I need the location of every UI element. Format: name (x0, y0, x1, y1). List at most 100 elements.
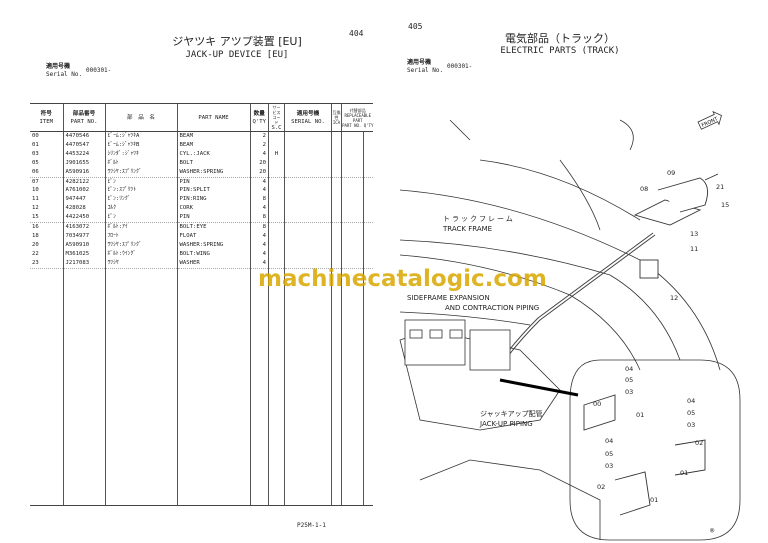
serial-label-jp: 適用号機 (407, 59, 432, 66)
cell-empty (362, 131, 374, 141)
cell-part-name: WASHER:SPRING (176, 167, 250, 178)
cell-part-no: 428028 (62, 204, 105, 214)
cell-empty (340, 149, 364, 159)
cell-empty (267, 268, 285, 506)
cell-part-no: A590916 (62, 167, 105, 178)
cell-qty: 8 (249, 195, 269, 205)
cell-empty (283, 268, 332, 506)
cell-name-jp: ｼﾘﾝﾀﾞ:ｼﾞｬﾂｷ (104, 149, 177, 159)
cell-sc (267, 158, 285, 168)
cell-empty (362, 167, 374, 178)
cell-part-name: CYL.:JACK (176, 149, 250, 159)
callout-label: 03 (605, 462, 614, 470)
cell-empty (283, 149, 332, 159)
sideframe-label-2: AND CONTRACTION PIPING (445, 304, 540, 312)
cell-part-no: 4282122 (62, 177, 105, 187)
cell-name-jp: ﾎﾞﾙﾄ (104, 158, 177, 168)
callout-label: 01 (680, 469, 689, 477)
cell-part-name: BOLT (176, 158, 250, 168)
cell-qty: 8 (249, 222, 269, 232)
wiring-harness (502, 232, 656, 361)
cell-empty (330, 268, 342, 506)
cell-empty (62, 268, 105, 506)
cell-empty (283, 140, 332, 150)
front-arrow-icon: FRONT (697, 110, 722, 130)
cell-empty (330, 258, 342, 269)
cell-empty (283, 222, 332, 232)
serial-label-jp: 適用号機 (46, 63, 71, 70)
cell-empty (330, 231, 342, 241)
cell-empty (283, 186, 332, 196)
cell-sc (267, 222, 285, 232)
cell-empty (283, 204, 332, 214)
cell-empty (362, 240, 374, 250)
cell-sc (267, 240, 285, 250)
cell-empty (283, 231, 332, 241)
cell-item: 06 (30, 167, 63, 178)
cell-qty: 4 (249, 186, 269, 196)
cell-name-jp: ﾌﾛｰﾄ (104, 231, 177, 241)
cell-empty (340, 268, 364, 506)
cell-name-jp: ﾎﾞﾙﾄ:ｱｲ (104, 222, 177, 232)
cell-empty (330, 149, 342, 159)
cell-empty (362, 177, 374, 187)
cell-empty (104, 268, 177, 506)
cell-empty (362, 186, 374, 196)
cell-qty: 4 (249, 249, 269, 259)
cell-item: 10 (32, 187, 39, 194)
cell-part-no: 4470546 (62, 131, 105, 141)
callout-label: 05 (625, 376, 634, 384)
left-serial-value: 000301- (86, 67, 112, 74)
cell-empty (362, 268, 374, 506)
cell-part-no: A761002 (62, 186, 105, 196)
cell-part-no: 4470547 (62, 140, 105, 150)
cell-empty (30, 268, 63, 506)
cell-sc (267, 186, 285, 196)
sideframe-label-1: SIDEFRAME EXPANSION (407, 294, 490, 302)
cell-empty (249, 268, 269, 506)
callout-label: 01 (650, 496, 659, 504)
cell-part-name: WASHER:SPRING (176, 240, 250, 250)
cell-empty (362, 258, 374, 269)
cell-name-jp: ﾋﾟﾝ (104, 177, 177, 187)
cell-empty (330, 177, 342, 187)
cell-part-name: WASHER (176, 258, 250, 269)
cell-part-name: CORK (176, 204, 250, 214)
cell-item: 05 (32, 159, 39, 166)
callout-label: 21 (716, 183, 725, 191)
cell-name-jp: ﾎﾞﾙﾄ:ｳｲﾝｸﾞ (104, 249, 177, 259)
right-serial-value: 000301- (447, 63, 473, 70)
cell-part-no: 4163072 (62, 222, 105, 232)
cell-part-no: M361025 (62, 249, 105, 259)
cell-empty (330, 213, 342, 224)
right-serial-label: 適用号機 Serial No. (407, 59, 443, 75)
cell-item: 22 (32, 250, 39, 257)
cell-sc (267, 213, 285, 224)
header-part-name: PART NAME (176, 103, 250, 132)
cell-part-no: A590910 (62, 240, 105, 250)
cell-empty (362, 140, 374, 150)
cell-name-jp: ﾋﾟﾝ:ﾘﾝｸﾞ (104, 195, 177, 205)
cell-empty (283, 158, 332, 168)
jackup-label-en: JACK-UP PIPING (480, 420, 533, 428)
callout-label: 13 (690, 230, 699, 238)
cell-empty (330, 167, 342, 178)
cell-sc (267, 249, 285, 259)
cell-qty: 4 (249, 231, 269, 241)
callout-label: 12 (670, 294, 679, 302)
detail-beams (583, 394, 706, 516)
cell-empty (330, 186, 342, 196)
